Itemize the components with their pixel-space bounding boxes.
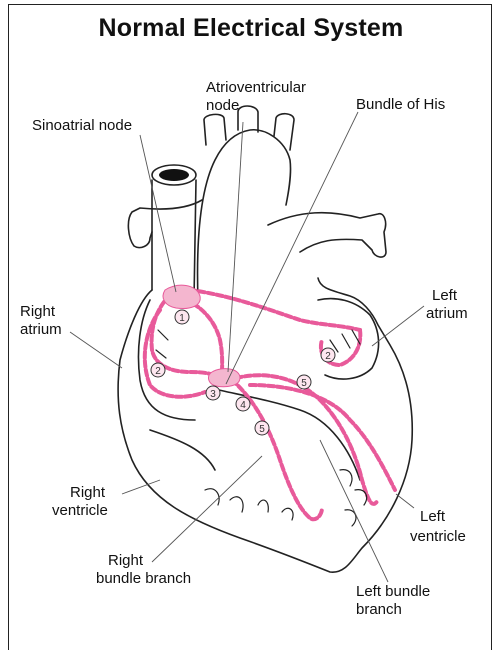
label-right-atrium-line1: Right (20, 303, 55, 321)
leader-av-node (228, 122, 243, 372)
aorta-vessel-3 (274, 114, 294, 150)
label-left-atrium-line2: atrium (426, 305, 468, 323)
pulmonary-artery (268, 213, 386, 257)
label-right-atrium-line2: atrium (20, 321, 62, 339)
purkinje-right (205, 489, 293, 520)
av-node-shape (209, 369, 240, 387)
step-marker-4-label: 4 (240, 400, 246, 411)
step-marker-2-right-label: 2 (155, 366, 161, 377)
label-bundle-of-his: Bundle of His (356, 96, 445, 114)
label-right-bundle-line1: Right (108, 552, 143, 570)
label-right-ventricle-line2: ventricle (52, 502, 108, 520)
step-marker-2-left-label: 2 (325, 351, 331, 362)
right-ventricle-fold (150, 430, 215, 470)
label-left-bundle-line2: branch (356, 601, 402, 619)
label-left-atrium-line1: Left (432, 287, 457, 305)
label-right-bundle-line2: bundle branch (96, 570, 191, 588)
aorta-vessel-1 (204, 114, 226, 145)
label-left-bundle-line1: Left bundle (356, 583, 430, 601)
step-marker-5-upper-label: 5 (301, 378, 307, 389)
aorta-vessel-2 (238, 106, 258, 132)
leader-sinoatrial (140, 135, 176, 292)
label-av-node-line1: Atrioventricular (206, 79, 306, 97)
sa-to-av-path (185, 300, 222, 375)
purkinje-right-atrium (156, 330, 168, 358)
label-left-ventricle-line1: Left (420, 508, 445, 526)
sinoatrial-node-shape (163, 285, 200, 308)
leader-right-atrium (70, 332, 122, 368)
label-right-ventricle-line1: Right (70, 484, 105, 502)
leader-bundle-his (226, 112, 358, 384)
leader-left-ventricle (396, 494, 414, 508)
label-left-ventricle-line2: ventricle (410, 528, 466, 546)
aorta (198, 130, 291, 300)
leader-right-bundle (152, 456, 262, 562)
septum-line (210, 388, 360, 480)
pulmonary-artery-left (128, 200, 202, 248)
step-marker-5-lower-label: 5 (259, 424, 265, 435)
step-marker-1-label: 1 (179, 313, 185, 324)
label-av-node-line2: node (206, 97, 239, 115)
leader-left-atrium (372, 306, 424, 346)
step-marker-3-label: 3 (210, 389, 216, 400)
label-sinoatrial-node: Sinoatrial node (32, 117, 132, 135)
